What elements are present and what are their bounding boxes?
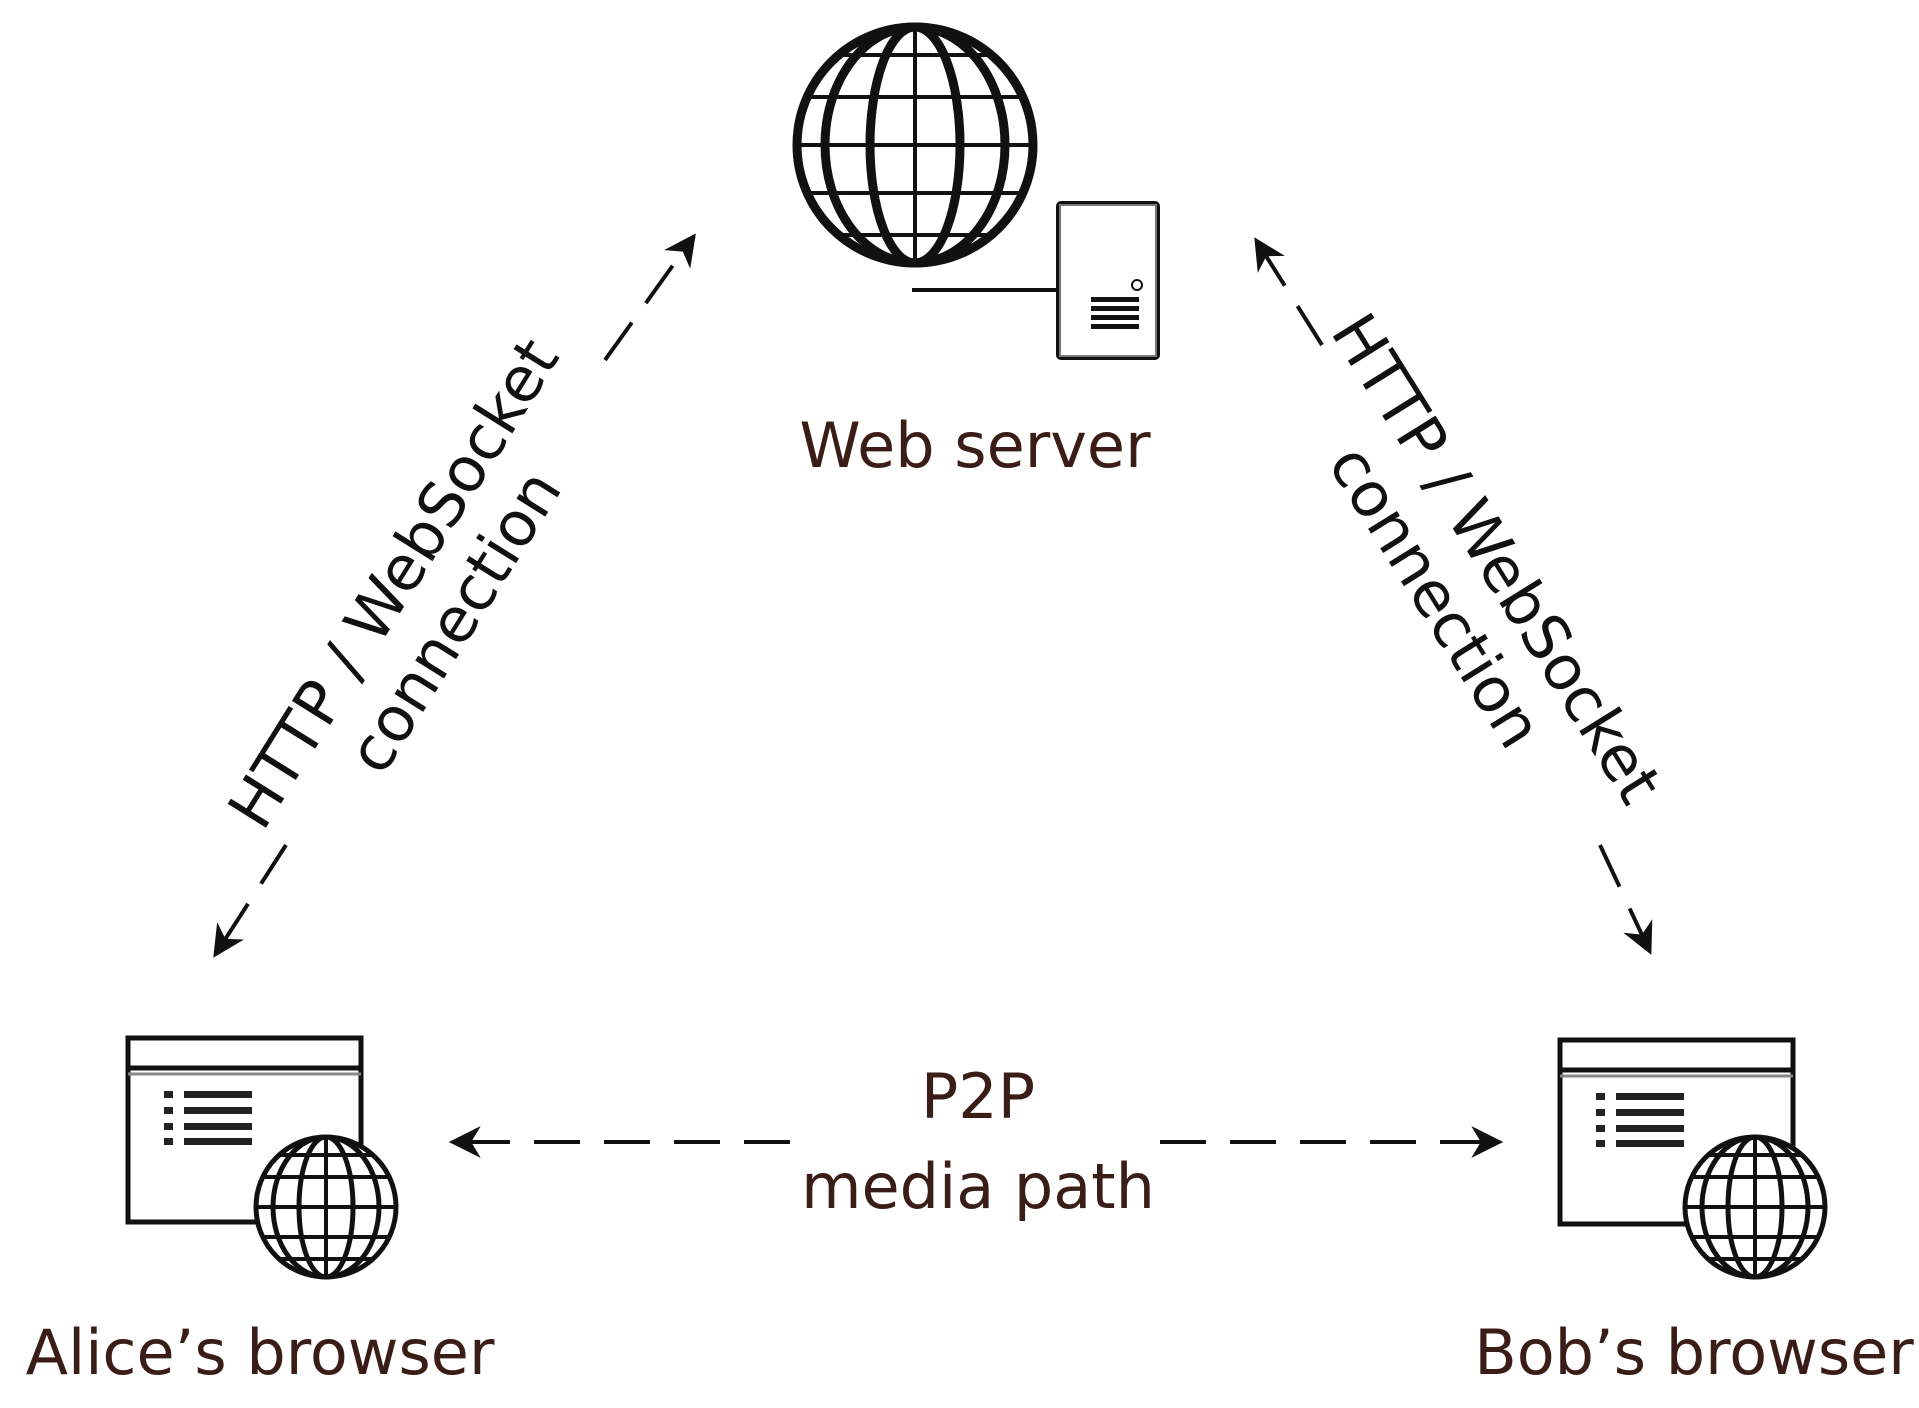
web-server-node[interactable]: Web server	[792, 22, 1160, 482]
bob-browser-label: Bob’s browser	[1474, 1316, 1914, 1389]
p2p-label-line1: P2P	[921, 1060, 1035, 1133]
bob-browser-node[interactable]: Bob’s browser	[1474, 1037, 1914, 1389]
server-tower-icon	[1056, 201, 1160, 360]
edge-bob-server: HTTP / WebSocket connection	[1254, 237, 1676, 955]
bob-server-arrow-lower	[1598, 844, 1653, 955]
alice-browser-label: Alice’s browser	[26, 1316, 495, 1389]
edge-p2p: P2P media path	[448, 1060, 1504, 1223]
alice-server-arrow-upper	[603, 233, 696, 362]
p2p-label-line2: media path	[801, 1150, 1155, 1223]
edge-alice-server: HTTP / WebSocket connection	[213, 233, 696, 958]
web-server-label: Web server	[799, 409, 1151, 482]
globe-icon	[253, 1134, 399, 1280]
bob-server-arrow-upper	[1254, 237, 1324, 347]
globe-icon	[1682, 1134, 1828, 1280]
alice-browser-node[interactable]: Alice’s browser	[26, 1035, 495, 1389]
alice-server-arrow-lower	[213, 843, 288, 958]
globe-icon	[792, 22, 1038, 268]
